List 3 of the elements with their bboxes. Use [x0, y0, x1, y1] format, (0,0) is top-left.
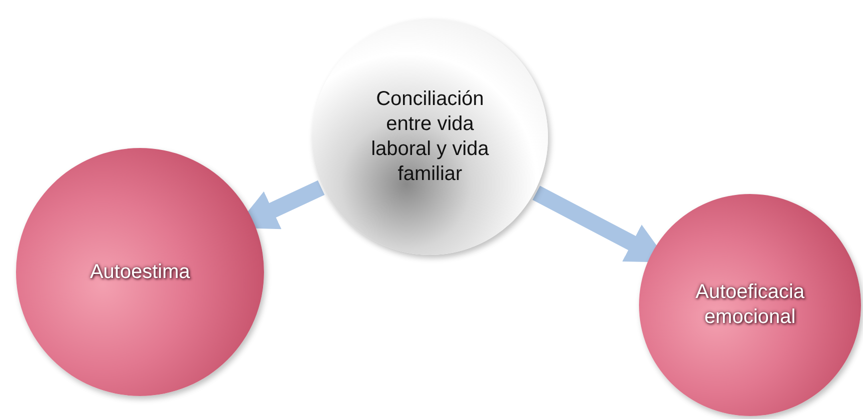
node-label: Conciliación entre vida laboral y vida familiar: [370, 87, 490, 187]
node-label: Autoeficacia emocional: [694, 280, 806, 330]
node-label: Autoestima: [88, 260, 192, 284]
